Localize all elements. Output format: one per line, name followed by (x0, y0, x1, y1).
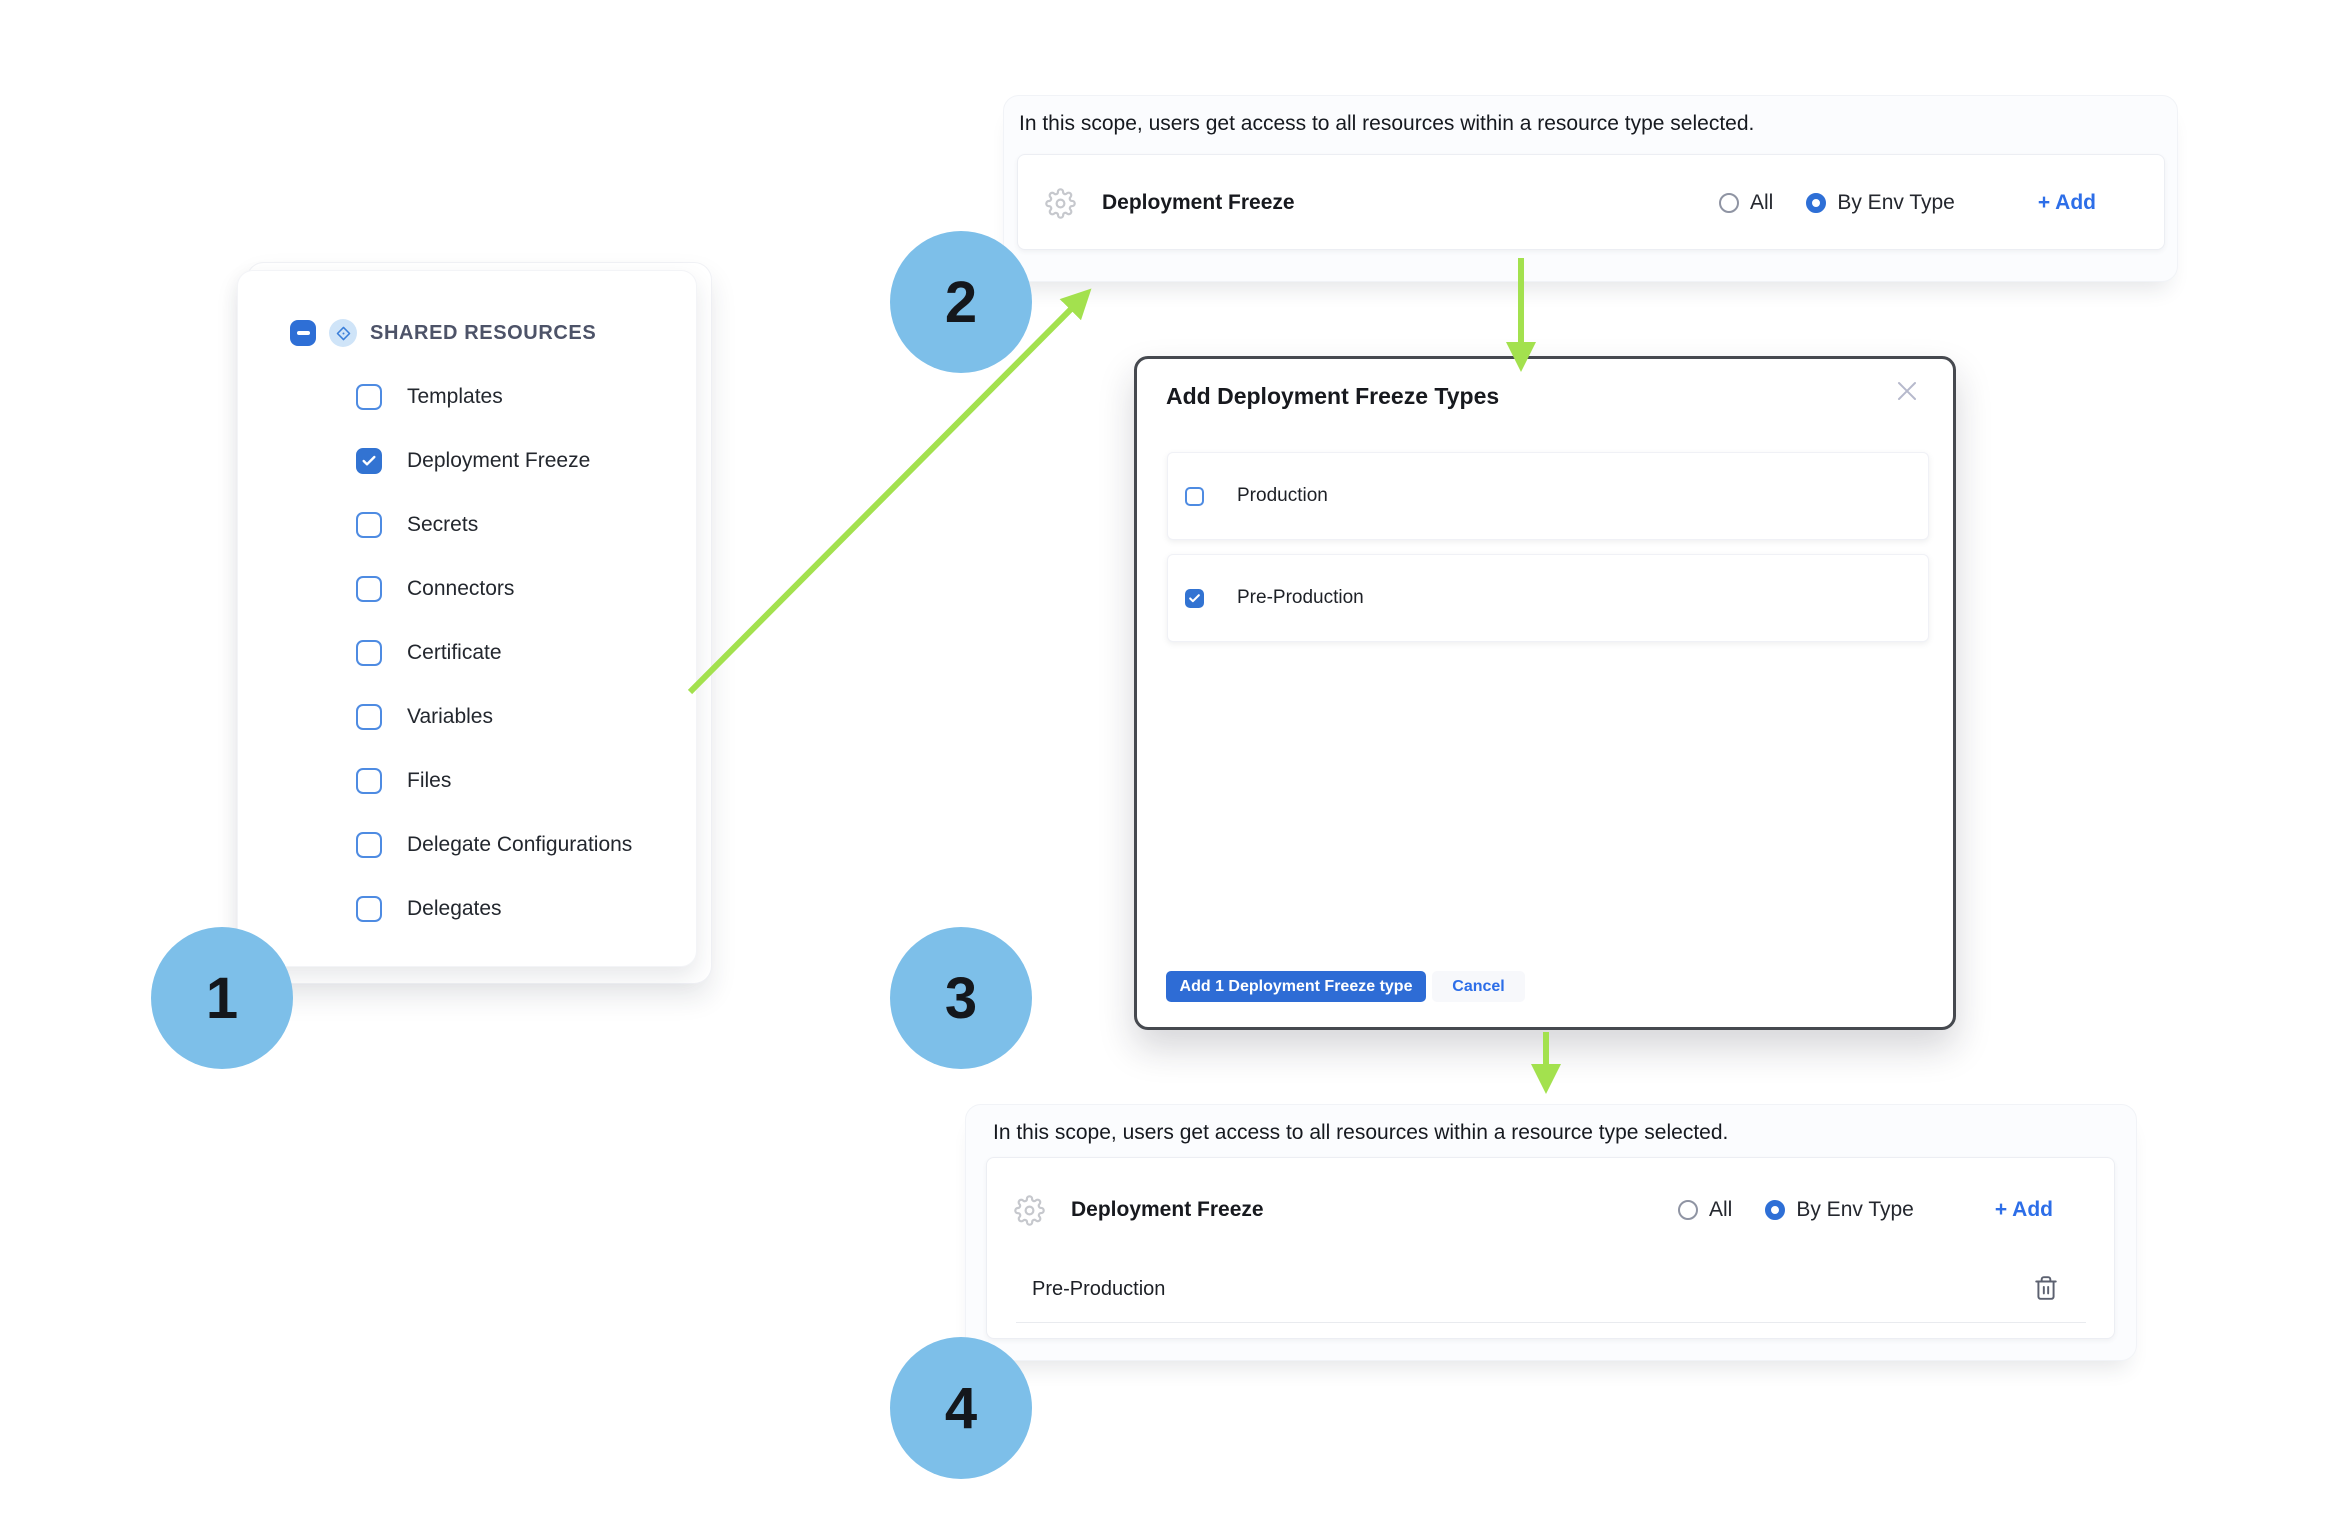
option-production[interactable]: Production (1167, 452, 1929, 540)
radio-by-env-label: By Env Type (1796, 1198, 1914, 1221)
resource-type-name: Deployment Freeze (1071, 1198, 1264, 1221)
resource-item-label: Delegates (407, 897, 502, 920)
radio-all-label: All (1750, 191, 1774, 214)
gear-icon (1014, 1194, 1045, 1226)
radio-group: All By Env Type (1678, 1198, 1914, 1222)
cancel-button[interactable]: Cancel (1432, 971, 1525, 1002)
step-4-badge: 4 (890, 1337, 1032, 1479)
checkbox-unchecked[interactable] (356, 576, 382, 602)
add-button[interactable]: + Add (1994, 1198, 2053, 1221)
resource-item-connectors[interactable]: Connectors (356, 573, 632, 605)
resource-item-variables[interactable]: Variables (356, 701, 632, 733)
checkbox-unchecked[interactable] (1185, 486, 1204, 506)
resource-type-name: Deployment Freeze (1102, 191, 1295, 214)
checkbox-unchecked[interactable] (356, 896, 382, 922)
resource-item-label: Delegate Configurations (407, 833, 633, 856)
scope-description: In this scope, users get access to all r… (993, 1121, 1729, 1144)
option-pre-production[interactable]: Pre-Production (1167, 554, 1929, 642)
add-deployment-freeze-modal: Add Deployment Freeze Types Production P… (1134, 356, 1956, 1030)
checkbox-checked[interactable] (356, 448, 382, 474)
checkbox-checked[interactable] (1185, 588, 1204, 608)
deployment-freeze-card: Deployment Freeze All By Env Type + Add … (986, 1157, 2115, 1339)
resource-item-delegates[interactable]: Delegates (356, 893, 632, 925)
radio-dot[interactable] (1678, 1200, 1698, 1220)
resource-item-label: Templates (407, 385, 503, 408)
resource-item-label: Connectors (407, 577, 515, 600)
gear-icon (1045, 187, 1076, 219)
modal-title: Add Deployment Freeze Types (1166, 383, 1500, 409)
resource-item-files[interactable]: Files (356, 765, 632, 797)
checkbox-unchecked[interactable] (356, 384, 382, 410)
resources-panel-title: SHARED RESOURCES (370, 321, 597, 344)
resource-item-label: Variables (407, 705, 493, 728)
option-label: Pre-Production (1237, 587, 1364, 608)
trash-icon[interactable] (2033, 1275, 2059, 1301)
scope-panel-bottom: In this scope, users get access to all r… (965, 1104, 2137, 1361)
resource-item-delegate-configurations[interactable]: Delegate Configurations (356, 829, 632, 861)
radio-by-env-type[interactable]: By Env Type (1765, 1198, 1914, 1222)
radio-all[interactable]: All (1719, 191, 1773, 215)
radio-dot-selected[interactable] (1806, 193, 1827, 213)
modal-footer: Add 1 Deployment Freeze type Cancel (1166, 971, 1525, 1002)
add-button[interactable]: + Add (2037, 191, 2096, 214)
checkbox-unchecked[interactable] (356, 768, 382, 794)
deployment-freeze-card: Deployment Freeze All By Env Type + Add (1017, 154, 2165, 250)
radio-group: All By Env Type (1719, 191, 1955, 215)
checkbox-unchecked[interactable] (356, 832, 382, 858)
collapse-button[interactable] (290, 320, 316, 346)
scope-panel-top: In this scope, users get access to all r… (1003, 95, 2178, 282)
step-3-badge: 3 (890, 927, 1032, 1069)
resources-panel: SHARED RESOURCES Templates Deployment Fr… (237, 270, 697, 967)
resource-type-list: Templates Deployment Freeze Secrets Conn… (356, 381, 632, 925)
divider (1016, 1322, 2086, 1323)
selected-freeze-type: Pre-Production (1032, 1277, 1166, 1300)
step-1-badge: 1 (151, 927, 293, 1069)
minus-icon (296, 331, 310, 335)
close-icon[interactable] (1893, 377, 1921, 405)
resource-item-label: Files (407, 769, 452, 792)
arrow-panel1-to-panel2 (687, 288, 1092, 695)
radio-all[interactable]: All (1678, 1198, 1732, 1222)
add-freeze-type-button[interactable]: Add 1 Deployment Freeze type (1166, 971, 1426, 1002)
selected-freeze-type-row: Pre-Production (1032, 1271, 1165, 1307)
checkbox-unchecked[interactable] (356, 640, 382, 666)
radio-all-label: All (1709, 1198, 1733, 1221)
resource-item-label: Deployment Freeze (407, 449, 591, 472)
step-2-badge: 2 (890, 231, 1032, 373)
resource-item-certificate[interactable]: Certificate (356, 637, 632, 669)
resource-item-label: Certificate (407, 641, 502, 664)
option-label: Production (1237, 485, 1328, 506)
checkbox-unchecked[interactable] (356, 512, 382, 538)
resource-item-deployment-freeze[interactable]: Deployment Freeze (356, 445, 632, 477)
checkbox-unchecked[interactable] (356, 704, 382, 730)
freeze-type-options: Production Pre-Production (1167, 452, 1929, 656)
resources-panel-header: SHARED RESOURCES (290, 319, 596, 347)
radio-dot[interactable] (1719, 193, 1739, 213)
radio-dot-selected[interactable] (1765, 1200, 1786, 1220)
radio-by-env-type[interactable]: By Env Type (1806, 191, 1955, 215)
scope-description: In this scope, users get access to all r… (1019, 112, 1755, 135)
resource-item-secrets[interactable]: Secrets (356, 509, 632, 541)
resource-item-templates[interactable]: Templates (356, 381, 632, 413)
resource-item-label: Secrets (407, 513, 479, 536)
shared-resources-icon (329, 319, 357, 347)
radio-by-env-label: By Env Type (1837, 191, 1955, 214)
